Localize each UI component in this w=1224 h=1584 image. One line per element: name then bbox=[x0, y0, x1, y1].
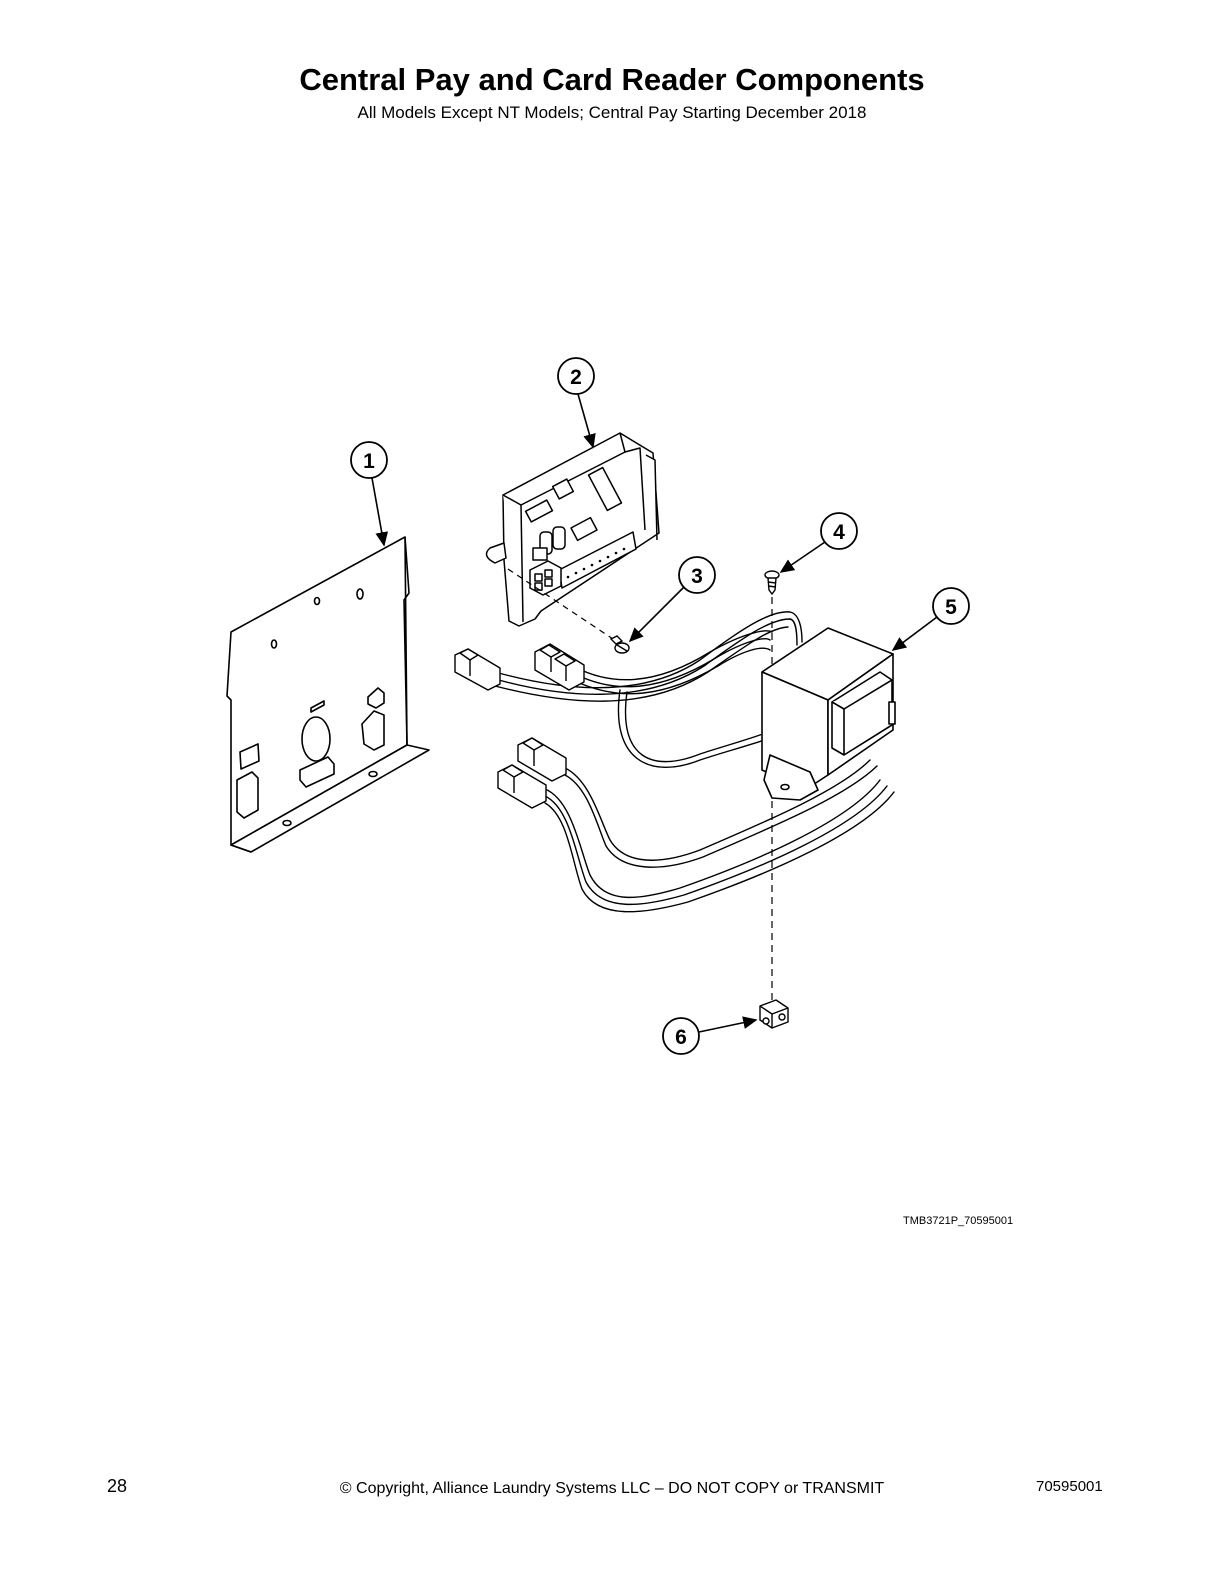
screw-part bbox=[609, 635, 630, 654]
callout-6: 6 bbox=[662, 1016, 758, 1055]
screw-part-top bbox=[764, 570, 780, 596]
wire-connectors bbox=[454, 643, 585, 809]
harness-wires bbox=[494, 611, 895, 913]
callout-4-label: 4 bbox=[833, 521, 845, 544]
bracket-plate-part bbox=[226, 536, 430, 853]
page-number: 28 bbox=[107, 1476, 128, 1496]
document-number: 70595001 bbox=[1036, 1478, 1103, 1495]
callout-5: 5 bbox=[891, 587, 970, 651]
copyright-notice: © Copyright, Alliance Laundry Systems LL… bbox=[339, 1480, 885, 1497]
drawing-reference: TMB3721P_70595001 bbox=[903, 1215, 1014, 1227]
callout-1-label: 1 bbox=[363, 450, 375, 473]
callout-3-label: 3 bbox=[691, 565, 703, 588]
callout-4: 4 bbox=[779, 512, 858, 573]
callout-3: 3 bbox=[628, 556, 716, 643]
callout-2-label: 2 bbox=[570, 366, 582, 389]
terminal-strip-holes bbox=[566, 547, 626, 579]
callout-5-label: 5 bbox=[945, 596, 957, 619]
callout-6-label: 6 bbox=[675, 1026, 687, 1049]
callout-1: 1 bbox=[350, 441, 389, 547]
control-board-part bbox=[485, 432, 660, 627]
page-subtitle: All Models Except NT Models; Central Pay… bbox=[357, 103, 867, 122]
transformer-body bbox=[761, 627, 896, 801]
callout-2: 2 bbox=[557, 357, 596, 449]
clip-nut-part bbox=[759, 999, 789, 1029]
page-title: Central Pay and Card Reader Components bbox=[299, 62, 925, 97]
